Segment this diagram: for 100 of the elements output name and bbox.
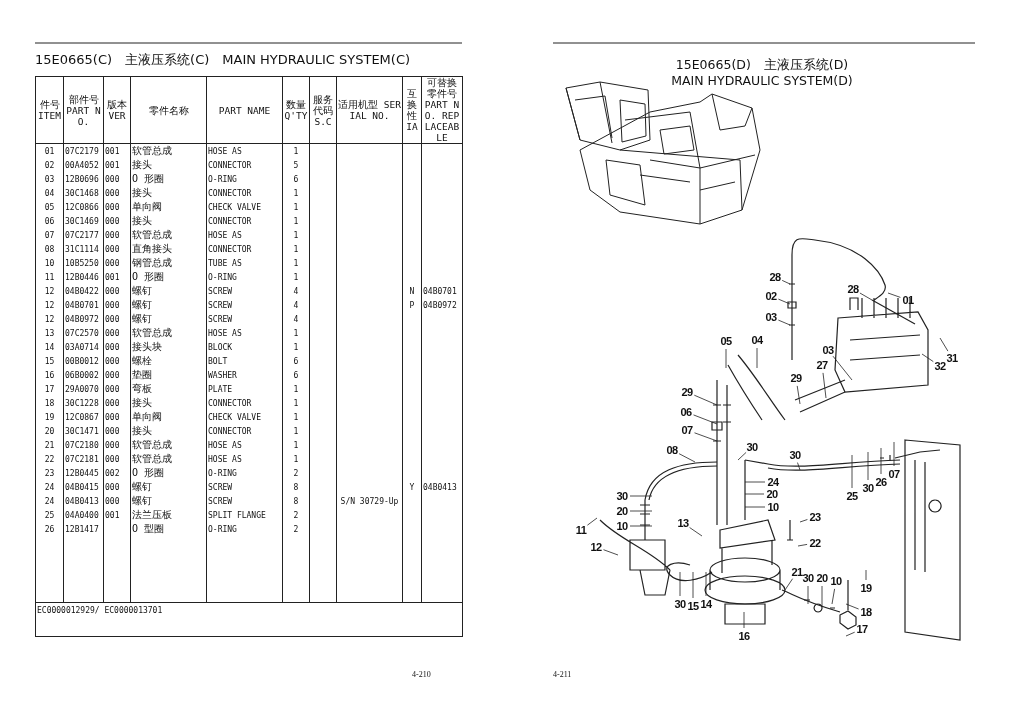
table-cell: 1 [282, 186, 310, 200]
table-cell: 弯板 [130, 382, 207, 396]
table-cell: 接头 [130, 424, 207, 438]
leader-line [725, 348, 727, 369]
callout-number: 10 [830, 575, 842, 587]
leader-line [629, 495, 653, 497]
table-cell: 07C2179 [63, 143, 104, 158]
callout-number: 21 [791, 566, 803, 578]
leader-line [744, 493, 765, 495]
table-cell: 04B0422 [63, 284, 104, 298]
table-cell: 软管总成 [130, 143, 207, 158]
table-cell: 接头 [130, 214, 207, 228]
table-cell: 4 [282, 284, 310, 298]
leader-line [743, 611, 745, 629]
table-cell: 000 [103, 228, 131, 242]
table-cell: 法兰压板 [130, 508, 207, 522]
callout-number: 30 [802, 572, 814, 584]
callout-number: 24 [767, 476, 779, 488]
table-cell: 000 [103, 186, 131, 200]
header-cell: 服务代码 S.C [309, 76, 337, 144]
table-cell: 接头 [130, 186, 207, 200]
table-cell: 2 [282, 466, 310, 480]
table-cell: 8 [282, 494, 310, 508]
table-cell: 001 [103, 143, 131, 158]
table-cell: 29A0070 [63, 382, 104, 396]
table-cell: 6 [282, 354, 310, 368]
callout-number: 19 [860, 582, 872, 594]
table-cell: 4 [282, 312, 310, 326]
table-cell: 000 [103, 326, 131, 340]
table-cell: 06 [35, 214, 64, 228]
table-cell: 12B1417 [63, 522, 104, 536]
table-cell: 1 [282, 326, 310, 340]
table-cell: SCREW [206, 298, 283, 312]
table-cell: 21 [35, 438, 64, 452]
table-cell: PLATE [206, 382, 283, 396]
leader-line [859, 292, 873, 301]
callout-number: 28 [847, 283, 859, 295]
table-cell: HOSE AS [206, 326, 283, 340]
leader-line [893, 441, 895, 467]
table-cell: 000 [103, 242, 131, 256]
table-cell: 20 [35, 424, 64, 438]
table-cell: P [402, 298, 422, 312]
table-cell: 1 [282, 200, 310, 214]
table-cell: 接头块 [130, 340, 207, 354]
callout-number: 03 [765, 311, 777, 323]
leader-line [851, 454, 853, 489]
leader-line [921, 353, 934, 362]
table-cell: 螺钉 [130, 284, 207, 298]
table-cell: 26 [35, 522, 64, 536]
table-cell: 12 [35, 312, 64, 326]
table-cell: 02 [35, 158, 64, 172]
callout-number: 30 [746, 441, 758, 453]
table-cell: 12B0445 [63, 466, 104, 480]
table-cell: 16 [35, 368, 64, 382]
table-cell: 6 [282, 368, 310, 382]
leader-line [784, 578, 793, 591]
leader-line [693, 414, 718, 425]
leader-line [939, 337, 949, 352]
callout-number: 17 [856, 623, 868, 635]
table-cell: 04 [35, 186, 64, 200]
table-cell: 15 [35, 354, 64, 368]
table-cell: 001 [103, 158, 131, 172]
leader-line [679, 571, 681, 597]
table-cell: 000 [103, 354, 131, 368]
table-cell: 04B0413 [63, 494, 104, 508]
table-cell: 12 [35, 284, 64, 298]
table-cell: 螺钉 [130, 312, 207, 326]
table-cell: 30C1468 [63, 186, 104, 200]
table-cell: O 型圈 [130, 522, 207, 536]
table-cell: 24 [35, 480, 64, 494]
table-cell: 30C1228 [63, 396, 104, 410]
table-cell: 1 [282, 242, 310, 256]
table-cell: 10B5250 [63, 256, 104, 270]
table-cell: 接头 [130, 396, 207, 410]
callout-number: 20 [766, 488, 778, 500]
table-cell: SPLIT FLANGE [206, 508, 283, 522]
table-cell: 07C2180 [63, 438, 104, 452]
leader-line [587, 517, 598, 526]
header-cell: 可替换零件号 PART NO. REPLACEABLE [421, 76, 463, 144]
table-cell: 07 [35, 228, 64, 242]
table-cell: O 形圈 [130, 270, 207, 284]
callout-number: 05 [720, 335, 732, 347]
table-cell: 000 [103, 340, 131, 354]
table-cell: 1 [282, 382, 310, 396]
table-cell: 000 [103, 494, 131, 508]
table-cell: 2 [282, 522, 310, 536]
page-title: MAIN HYDRAULIC SYSTEM(D) [671, 73, 853, 88]
table-cell: 软管总成 [130, 438, 207, 452]
table-cell: HOSE AS [206, 438, 283, 452]
table-cell: N [402, 284, 422, 298]
table-cell: 30C1469 [63, 214, 104, 228]
header-cell: 件号 ITEM [35, 76, 64, 144]
leader-line [744, 481, 766, 483]
leader-line [799, 519, 808, 523]
callout-number: 07 [888, 468, 900, 480]
callout-number: 14 [700, 598, 712, 610]
callout-number: 08 [666, 444, 678, 456]
leader-line [807, 585, 809, 605]
table-cell: 001 [103, 270, 131, 284]
table-cell: O-RING [206, 270, 283, 284]
